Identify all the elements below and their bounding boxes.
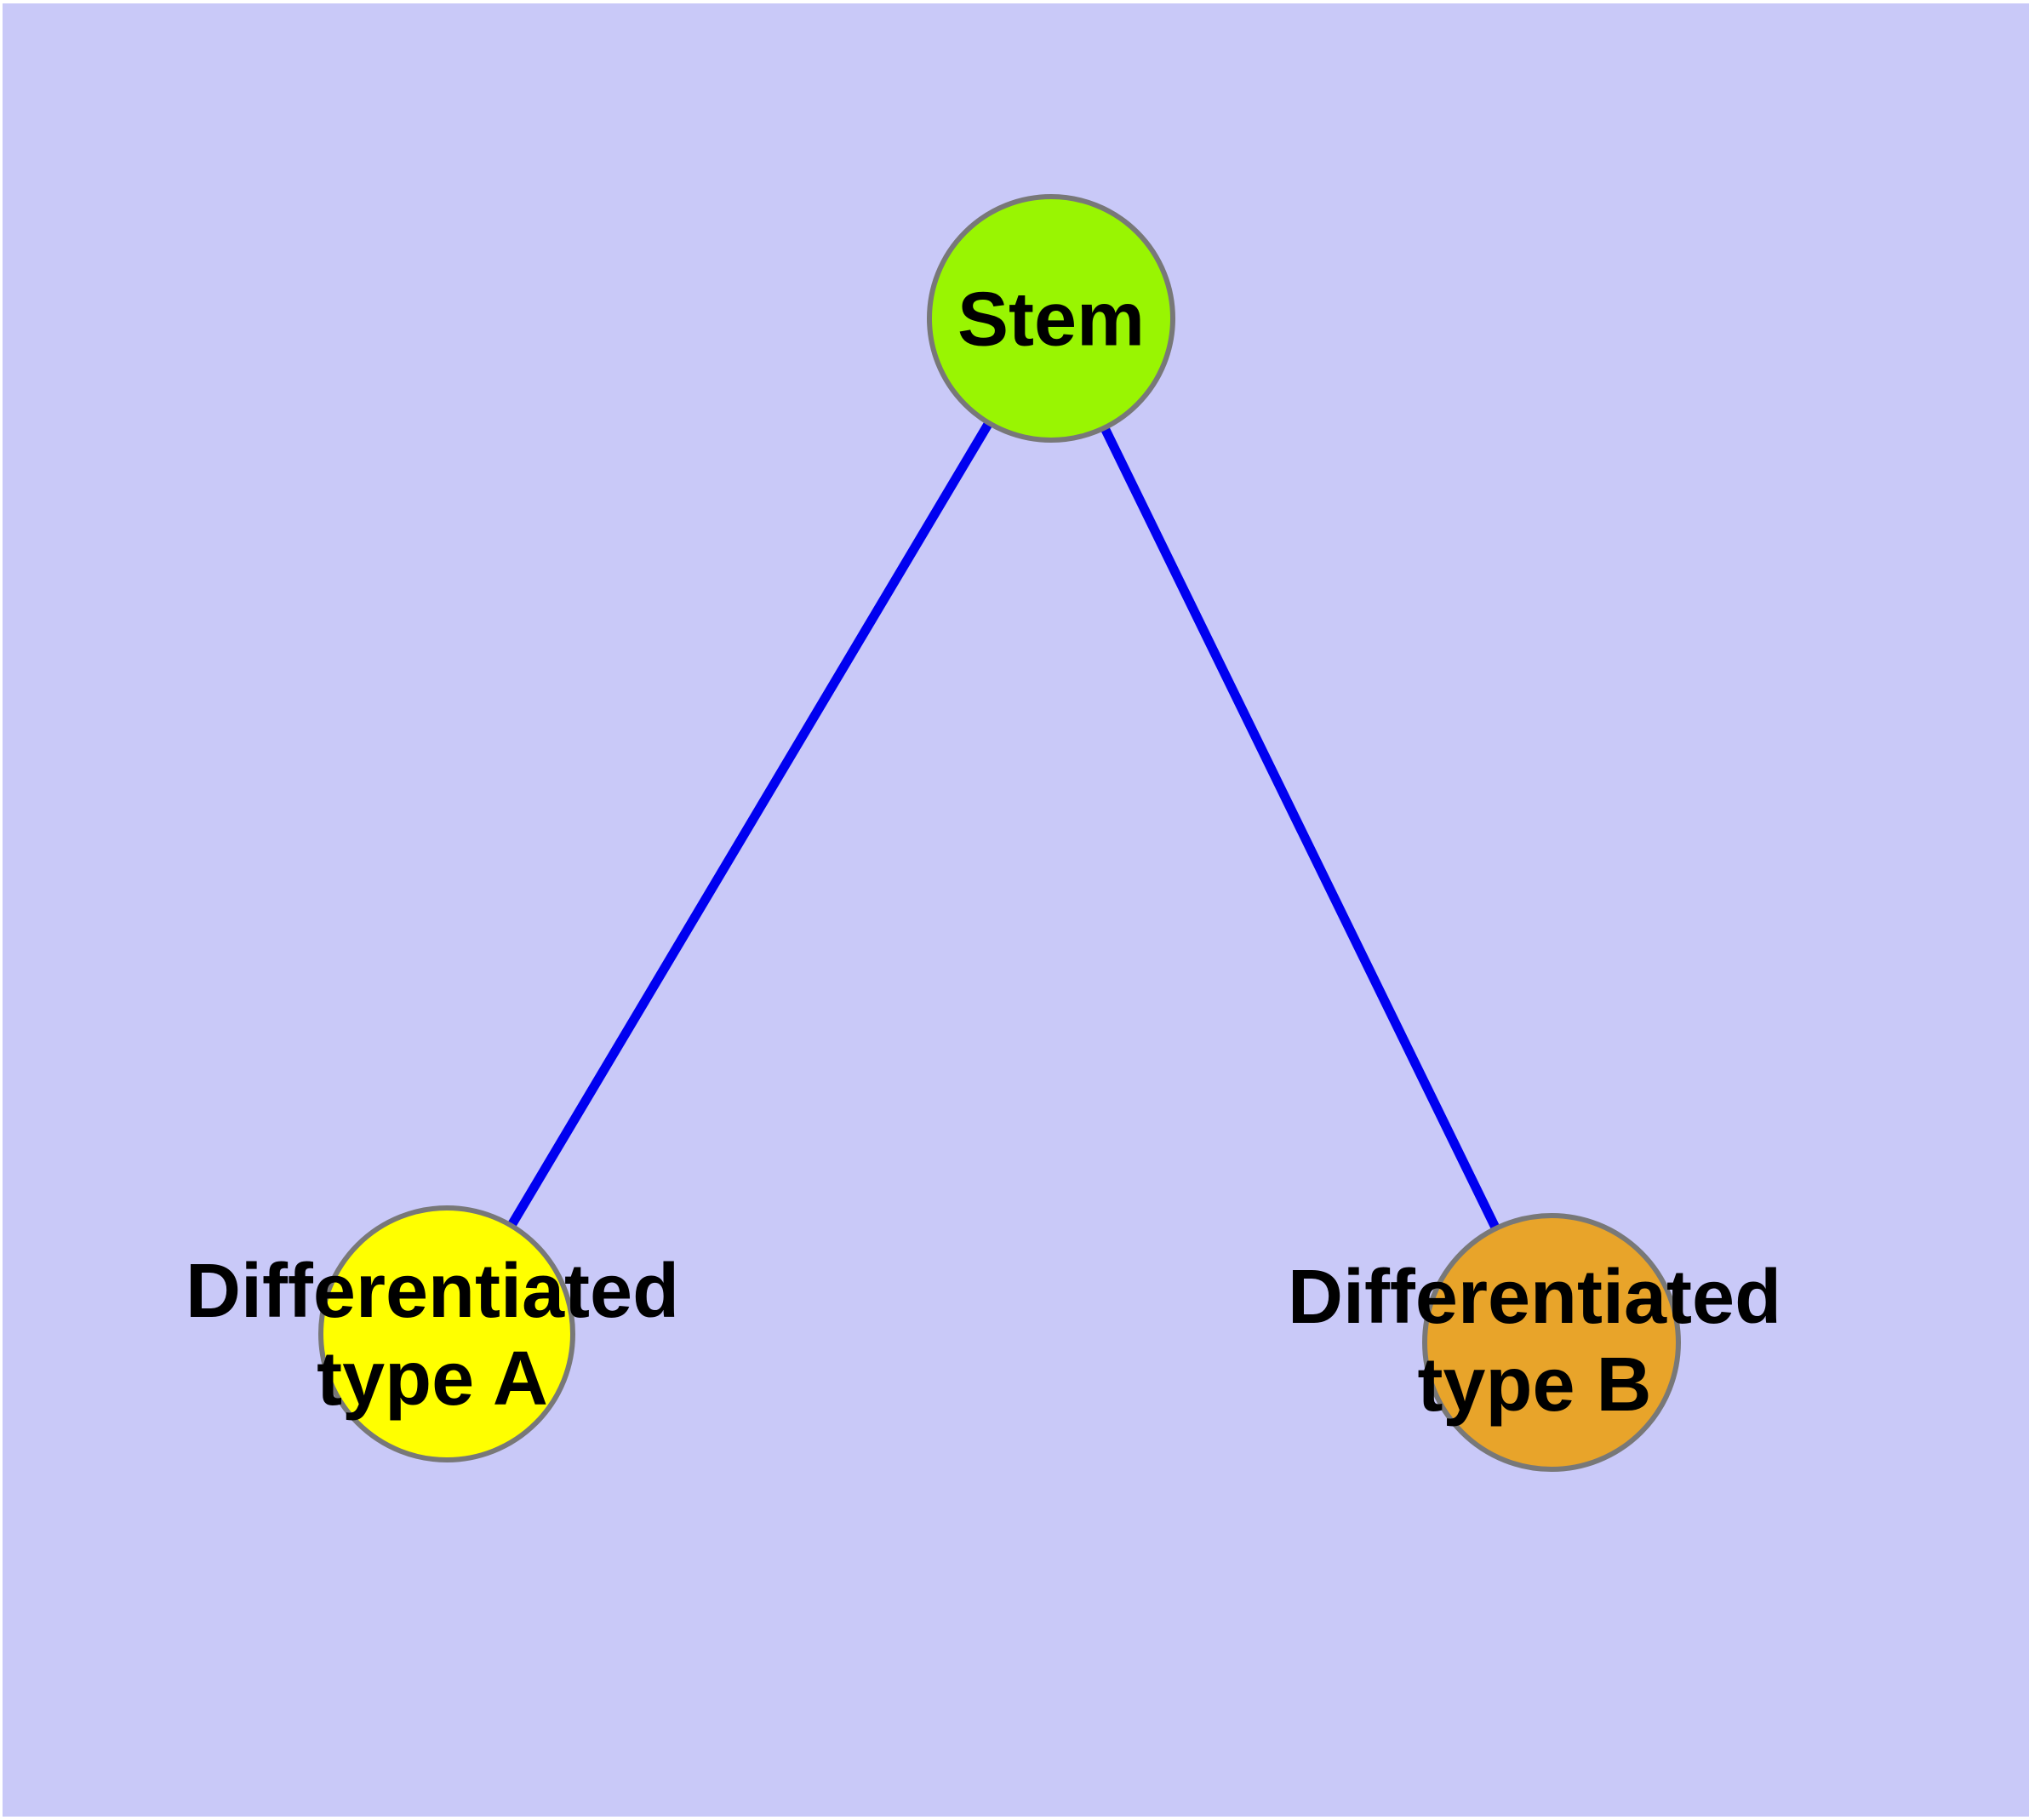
node-stem-label: Stem [957, 277, 1145, 364]
node-differentiated-type-b[interactable] [1422, 1213, 1681, 1472]
node-type-a-label: Differentiated type A [186, 1248, 679, 1423]
node-stem[interactable] [927, 194, 1175, 443]
node-stem-label-text: Stem [957, 277, 1146, 363]
node-type-b-label-line2: type B [1417, 1342, 1652, 1428]
node-differentiated-type-a[interactable] [318, 1205, 575, 1462]
edge-layer [443, 316, 1556, 1345]
node-type-b-label: Differentiated type B [1288, 1254, 1781, 1429]
edge-stem-to-type-b [1047, 316, 1556, 1345]
node-type-a-label-line2: type A [317, 1336, 548, 1422]
node-type-a-label-line1: Differentiated [185, 1249, 680, 1334]
edge-stem-to-type-a [443, 316, 1055, 1336]
graph-canvas: Stem Differentiated type A Differentiate… [3, 3, 2029, 1817]
node-type-b-label-line1: Differentiated [1287, 1255, 1782, 1340]
